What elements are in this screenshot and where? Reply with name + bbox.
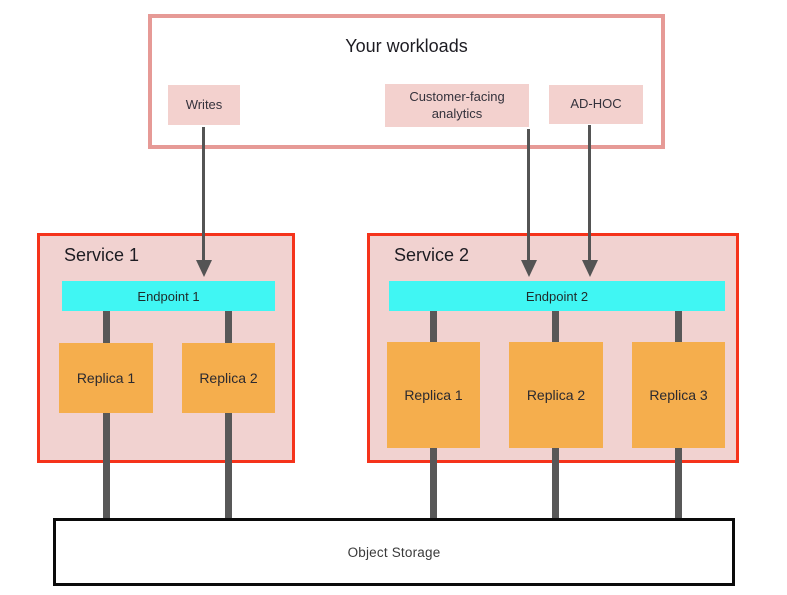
workload-chip-writes: Writes <box>168 85 240 125</box>
adhoc-arrow-line <box>588 125 591 262</box>
service-1-connector-2 <box>225 311 232 518</box>
service-2-box: Service 2 Endpoint 2 Replica 1 Replica 2… <box>367 233 739 518</box>
service-1-box: Service 1 Endpoint 1 Replica 1 Replica 2 <box>37 233 295 518</box>
analytics-arrow-line <box>527 129 530 262</box>
workload-chip-customer-facing-analytics-label: Customer-facing analytics <box>409 88 505 121</box>
service-1-replica-1: Replica 1 <box>59 343 153 413</box>
service-1-endpoint-label: Endpoint 1 <box>137 288 200 304</box>
workload-chip-adhoc: AD-HOC <box>549 85 643 124</box>
service-2-endpoint: Endpoint 2 <box>389 281 725 311</box>
service-2-title: Service 2 <box>394 245 470 265</box>
workload-chip-customer-facing-analytics: Customer-facing analytics <box>385 84 529 127</box>
service-2-endpoint-label: Endpoint 2 <box>525 288 589 304</box>
service-1-replica-2-label: Replica 2 <box>199 370 258 386</box>
service-1-endpoint: Endpoint 1 <box>62 281 275 311</box>
object-storage-box: Object Storage <box>53 518 735 586</box>
service-2-replica-2: Replica 2 <box>509 342 603 448</box>
service-2-replica-1-label: Replica 1 <box>404 387 463 403</box>
workload-chip-writes-label: Writes <box>185 96 223 112</box>
service-1-replica-1-label: Replica 1 <box>76 370 136 386</box>
writes-down-arrow-icon <box>196 260 212 277</box>
service-1-title: Service 1 <box>64 245 140 265</box>
service-2-replica-3: Replica 3 <box>632 342 725 448</box>
workloads-box: Your workloads Writes Customer-facing an… <box>148 14 665 149</box>
service-2-replica-1: Replica 1 <box>387 342 480 448</box>
service-2-replica-3-label: Replica 3 <box>649 387 708 403</box>
workload-chip-adhoc-label: AD-HOC <box>570 96 622 112</box>
adhoc-down-arrow-icon <box>582 260 598 277</box>
workloads-title: Your workloads <box>345 36 468 56</box>
service-1-connector-1 <box>103 311 110 518</box>
service-1-replica-2: Replica 2 <box>182 343 275 413</box>
analytics-down-arrow-icon <box>521 260 537 277</box>
service-2-replica-2-label: Replica 2 <box>526 387 586 403</box>
object-storage-label: Object Storage <box>347 544 441 560</box>
writes-arrow-line <box>202 127 205 262</box>
